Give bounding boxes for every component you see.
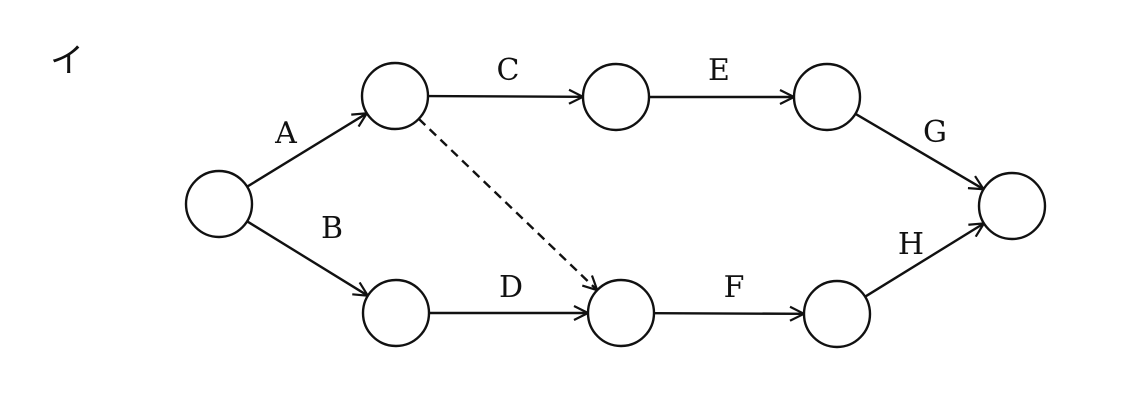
- node-n2: [360, 61, 430, 131]
- edge-H-arrow: [864, 224, 983, 298]
- node-n4: [792, 62, 862, 132]
- edge-label-B: B: [321, 211, 343, 246]
- node-n6: [586, 278, 656, 348]
- edge-C-arrow: [427, 96, 582, 97]
- edge-A-arrow: [246, 114, 366, 188]
- node-n5: [361, 278, 431, 348]
- edge-label-C: C: [497, 53, 520, 88]
- edge-label-F: F: [724, 270, 745, 305]
- edge-dummy-arrow: [417, 118, 597, 290]
- edge-label-G: G: [923, 115, 947, 150]
- edge-label-H: H: [898, 227, 924, 262]
- node-n7: [802, 279, 872, 349]
- edge-label-A: A: [274, 116, 297, 151]
- edge-F-arrow: [653, 313, 803, 314]
- edge-label-D: D: [499, 270, 523, 305]
- node-n3: [581, 62, 651, 132]
- node-n8: [977, 171, 1047, 241]
- edge-label-E: E: [708, 53, 730, 88]
- node-n1: [184, 169, 254, 239]
- edge-B-arrow: [246, 220, 367, 295]
- edge-G-arrow: [854, 112, 982, 189]
- panel-label: イ: [50, 41, 84, 81]
